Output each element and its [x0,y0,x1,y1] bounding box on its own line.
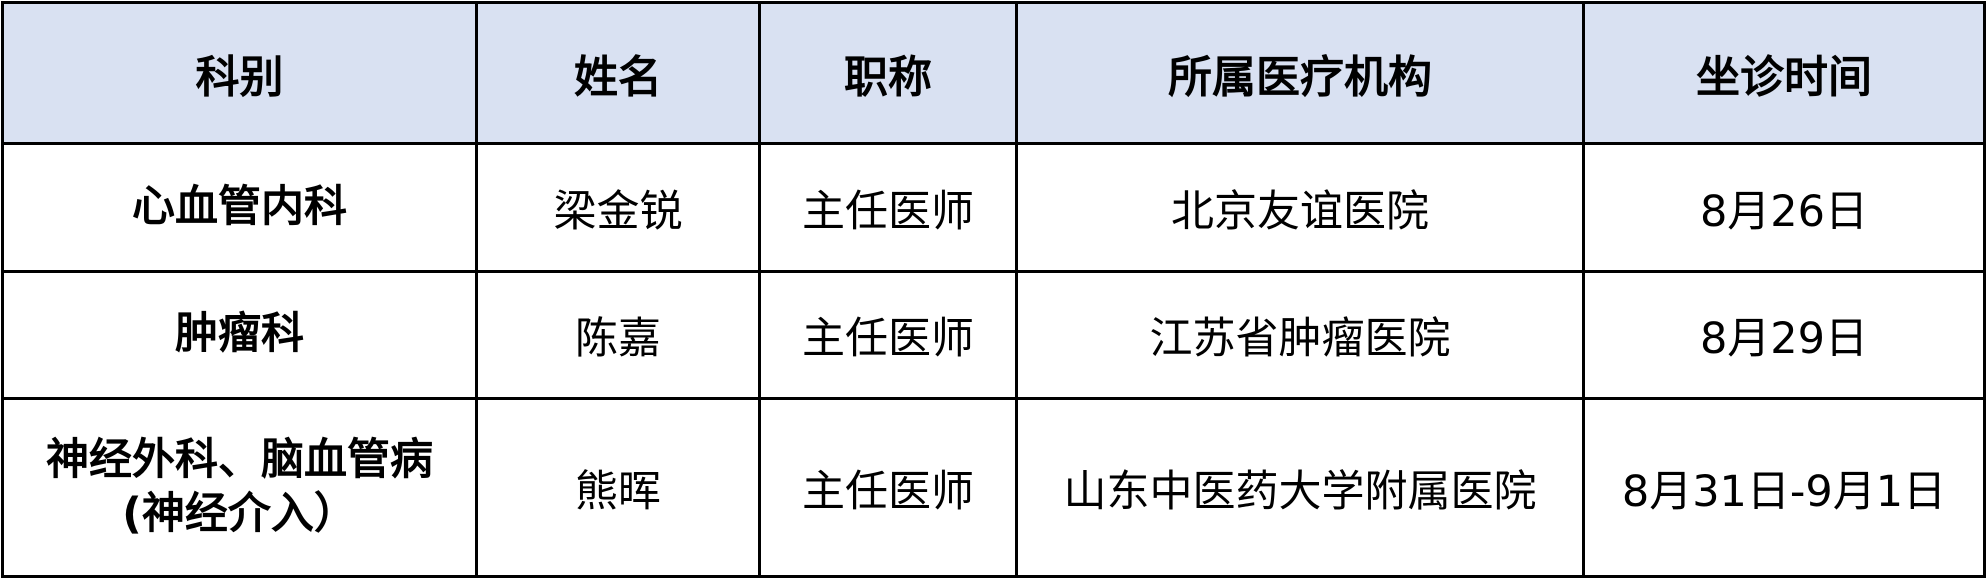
cell-department: 肿瘤科 [1,270,478,400]
cell-department: 神经外科、脑血管病 (神经介入） [1,397,478,578]
cell-title: 主任医师 [758,142,1018,273]
table-header-row: 科别 姓名 职称 所属医疗机构 坐诊时间 [1,1,1986,145]
cell-institution: 江苏省肿瘤医院 [1015,270,1585,400]
cell-schedule: 8月29日 [1582,270,1986,400]
department-text: 心血管内科 [132,181,347,232]
header-department: 科别 [1,1,478,145]
department-text-line-1: 神经外科、脑血管病 [46,434,433,485]
cell-name: 陈嘉 [475,270,761,400]
table-row: 神经外科、脑血管病 (神经介入） 熊晖 主任医师 山东中医药大学附属医院 8月3… [1,397,1986,578]
cell-schedule: 8月31日-9月1日 [1582,397,1986,578]
cell-title: 主任医师 [758,270,1018,400]
header-title: 职称 [758,1,1018,145]
cell-name: 熊晖 [475,397,761,578]
cell-title: 主任医师 [758,397,1018,578]
cell-department: 心血管内科 [1,142,478,273]
table-row: 肿瘤科 陈嘉 主任医师 江苏省肿瘤医院 8月29日 [1,270,1986,400]
cell-institution: 山东中医药大学附属医院 [1015,397,1585,578]
cell-schedule: 8月26日 [1582,142,1986,273]
department-text: 肿瘤科 [175,309,304,360]
cell-name: 梁金锐 [475,142,761,273]
department-text-line-2: (神经介入） [122,488,357,539]
cell-institution: 北京友谊医院 [1015,142,1585,273]
table-row: 心血管内科 梁金锐 主任医师 北京友谊医院 8月26日 [1,142,1986,273]
header-institution: 所属医疗机构 [1015,1,1585,145]
header-schedule: 坐诊时间 [1582,1,1986,145]
header-name: 姓名 [475,1,761,145]
